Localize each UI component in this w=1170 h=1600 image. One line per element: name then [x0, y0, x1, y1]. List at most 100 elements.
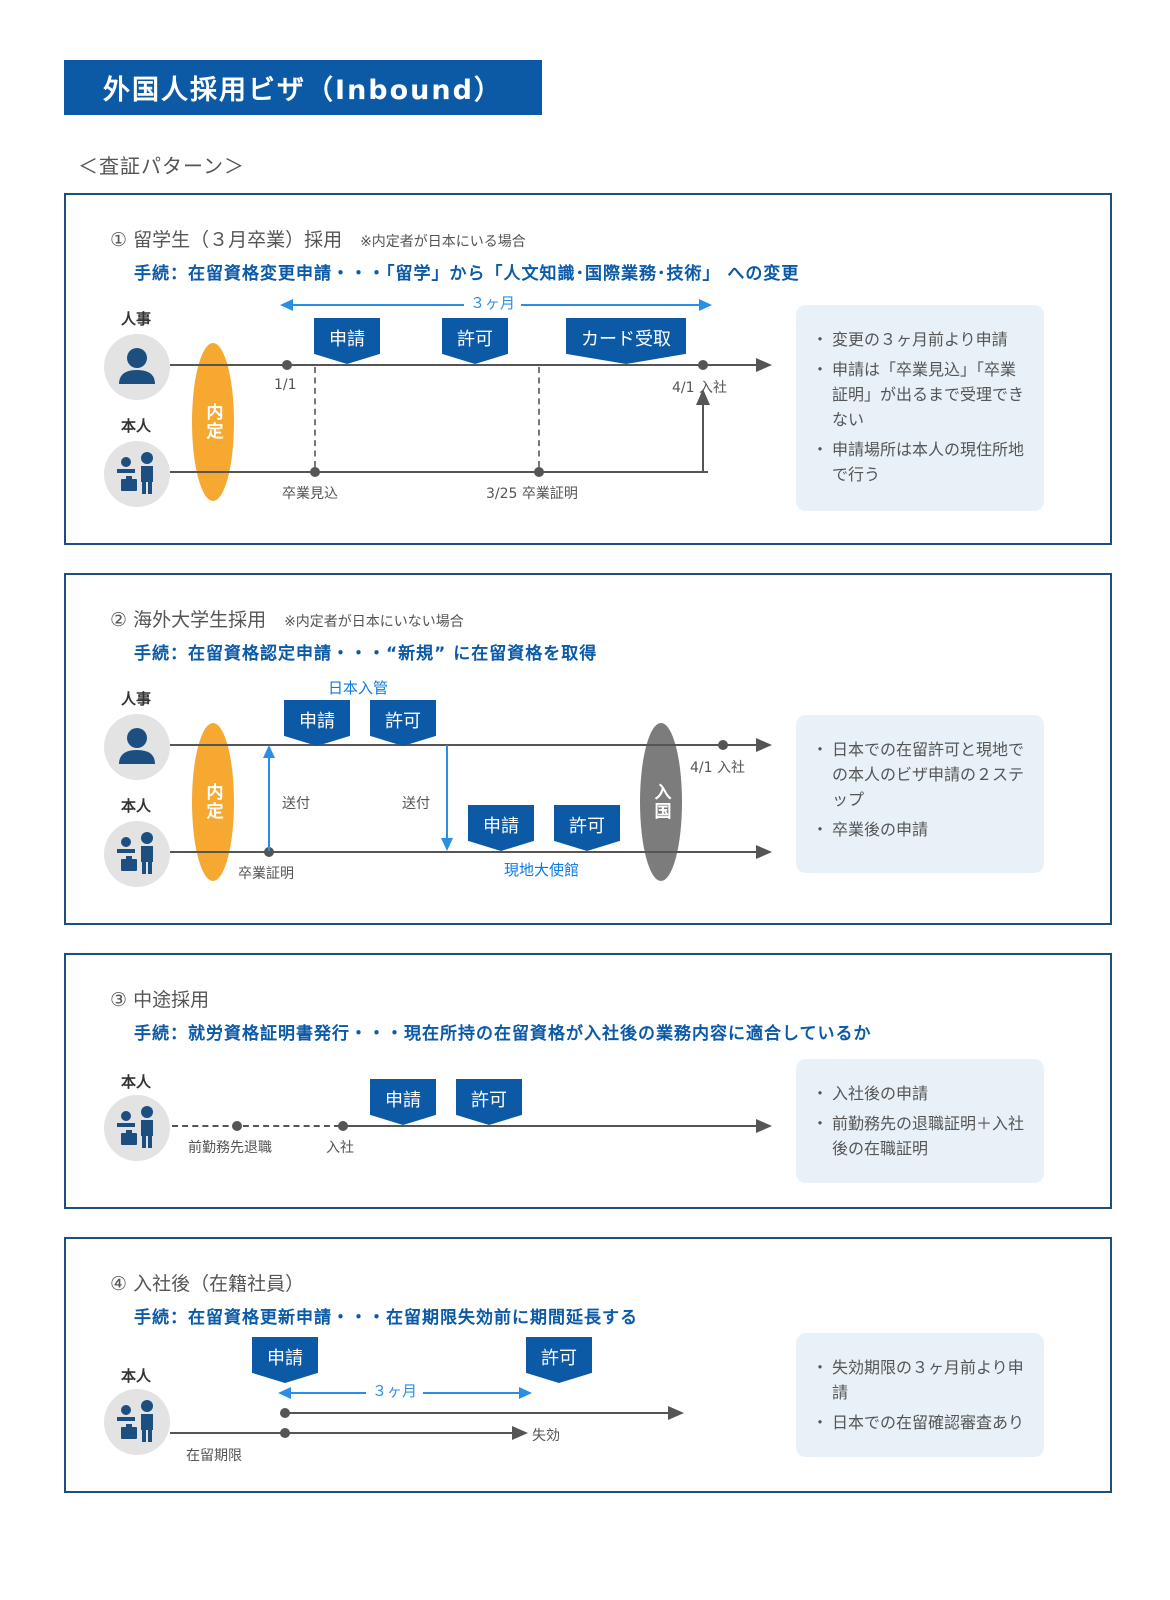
tag-permit: 許可 [442, 318, 508, 364]
person-with-briefcase-icon [117, 832, 153, 874]
duration-label: ３ヶ月 [464, 292, 522, 313]
section-heading: ④ 入社後（在籍社員） [110, 1273, 305, 1295]
label-expire: 失効 [532, 1428, 560, 1444]
section-heading: ③ 中途採用 [110, 989, 210, 1011]
section-note: ※内定者が日本にいない場合 [284, 614, 464, 630]
role-self: 本人 [120, 1073, 151, 1091]
section-procedure: 手続：在留資格認定申請・・・“新規” に在留資格を取得 [134, 644, 598, 664]
tag-apply-top: 申請 [284, 700, 350, 746]
tag-apply: 申請 [252, 1337, 318, 1383]
info-item: 変更の３ヶ月前より申請 [812, 327, 1026, 352]
grad-expected-dot [310, 467, 320, 477]
info-item: 卒業後の申請 [812, 817, 1026, 842]
label-grad-cert: 3/25 卒業証明 [486, 486, 578, 502]
nyukoku-badge: 入国 [640, 723, 682, 881]
tag-permit: 許可 [456, 1079, 522, 1125]
naitei-badge: 内定 [192, 343, 234, 501]
section-renewal: ④ 入社後（在籍社員） 手続：在留資格更新申請・・・在留期限失効前に期間延長する… [64, 1237, 1112, 1493]
label-send: 送付 [282, 796, 310, 812]
section-heading-text: ② 海外大学生採用 [110, 609, 267, 631]
deadline-dot [280, 1428, 290, 1438]
tag-apply: 申請 [314, 318, 380, 364]
tag-card: カード受取 [566, 318, 686, 364]
section-note: ※内定者が日本にいる場合 [360, 234, 526, 250]
self-timeline [170, 471, 708, 473]
person-icon [119, 728, 155, 764]
info-item: 前勤務先の退職証明＋入社後の在職証明 [812, 1111, 1026, 1161]
role-self: 本人 [120, 1367, 151, 1385]
send-up-arrow [263, 745, 275, 851]
self-timeline [340, 1119, 772, 1133]
label-deadline: 在留期限 [186, 1448, 242, 1464]
role-hr: 人事 [120, 310, 151, 328]
person-with-briefcase-icon [117, 452, 153, 494]
section-procedure: 手続：就労資格証明書発行・・・現在所持の在留資格が入社後の業務内容に適合している… [134, 1024, 872, 1044]
info-box: 入社後の申請 前勤務先の退職証明＋入社後の在職証明 [796, 1059, 1044, 1183]
label-end: 4/1 入社 [690, 760, 745, 776]
role-self: 本人 [120, 797, 151, 815]
info-item: 入社後の申請 [812, 1081, 1026, 1106]
join-dot [338, 1121, 348, 1131]
info-item: 申請は「卒業見込」「卒業証明」が出るまで受理できない [812, 357, 1026, 432]
page-title: 外国人採用ビザ（Inbound） [64, 60, 542, 115]
section-heading-text: ① 留学生（３月卒業）採用 [110, 229, 343, 251]
naitei-badge: 内定 [192, 723, 234, 881]
label-retire: 前勤務先退職 [188, 1140, 272, 1156]
label-grad-expected: 卒業見込 [282, 486, 338, 502]
dashed-connector [314, 367, 316, 467]
section-heading: ② 海外大学生採用 ※内定者が日本にいない場合 [110, 605, 464, 632]
self-avatar [104, 821, 170, 887]
person-with-briefcase-icon [117, 1106, 153, 1148]
label-start: 1/1 [274, 377, 297, 393]
person-with-briefcase-icon [117, 1400, 153, 1442]
renewal-dot [280, 1408, 290, 1418]
section-procedure: 手続：在留資格更新申請・・・在留期限失効前に期間延長する [134, 1308, 638, 1328]
section-heading: ① 留学生（３月卒業）採用 ※内定者が日本にいる場合 [110, 225, 526, 252]
label-join: 入社 [326, 1140, 354, 1156]
self-to-hr-arrow [696, 389, 710, 473]
hr-timeline [170, 358, 772, 372]
label-immigration: 日本入管 [328, 679, 389, 697]
section-midcareer: ③ 中途採用 手続：就労資格証明書発行・・・現在所持の在留資格が入社後の業務内容… [64, 953, 1112, 1209]
current-timeline [170, 1426, 528, 1440]
self-avatar [104, 1389, 170, 1455]
section-student: ① 留学生（３月卒業）採用 ※内定者が日本にいる場合 手続：在留資格変更申請・・・… [64, 193, 1112, 545]
section-overseas: ② 海外大学生採用 ※内定者が日本にいない場合 手続：在留資格認定申請・・・“新規… [64, 573, 1112, 925]
label-end: 4/1 入社 [672, 380, 727, 396]
grad-cert-dot [534, 467, 544, 477]
send-down-arrow [441, 745, 453, 851]
role-self: 本人 [120, 417, 151, 435]
duration-label: ３ヶ月 [366, 1380, 424, 1401]
self-timeline [170, 845, 772, 859]
self-avatar [104, 441, 170, 507]
tag-apply-bottom: 申請 [468, 805, 534, 851]
label-grad-cert: 卒業証明 [238, 866, 294, 882]
section-procedure: 手続：在留資格変更申請・・・「留学」から「人文知識･国際業務･技術」 への変更 [134, 264, 800, 284]
page-subtitle: ＜査証パターン＞ [78, 154, 245, 178]
dashed-timeline [172, 1125, 340, 1127]
hr-timeline [170, 738, 772, 752]
role-hr: 人事 [120, 690, 151, 708]
info-box: 日本での在留許可と現地での本人のビザ申請の２ステップ 卒業後の申請 [796, 715, 1044, 873]
self-avatar [104, 1095, 170, 1161]
info-item: 失効期限の３ヶ月前より申請 [812, 1355, 1026, 1405]
retire-dot [232, 1121, 242, 1131]
label-embassy: 現地大使館 [504, 861, 580, 879]
info-box: 失効期限の３ヶ月前より申請 日本での在留確認審査あり [796, 1333, 1044, 1457]
tag-permit-top: 許可 [370, 700, 436, 746]
end-dot [698, 360, 708, 370]
info-item: 日本での在留許可と現地での本人のビザ申請の２ステップ [812, 737, 1026, 812]
info-box: 変更の３ヶ月前より申請 申請は「卒業見込」「卒業証明」が出るまで受理できない 申… [796, 305, 1044, 511]
person-icon [119, 348, 155, 384]
start-dot [282, 360, 292, 370]
hr-avatar [104, 714, 170, 780]
tag-permit-bottom: 許可 [554, 805, 620, 851]
dashed-connector [538, 367, 540, 467]
label-send: 送付 [402, 796, 430, 812]
end-dot [718, 740, 728, 750]
info-item: 日本での在留確認審査あり [812, 1410, 1026, 1435]
tag-apply: 申請 [370, 1079, 436, 1125]
hr-avatar [104, 334, 170, 400]
info-item: 申請場所は本人の現住所地で行う [812, 437, 1026, 487]
grad-cert-dot [264, 847, 274, 857]
